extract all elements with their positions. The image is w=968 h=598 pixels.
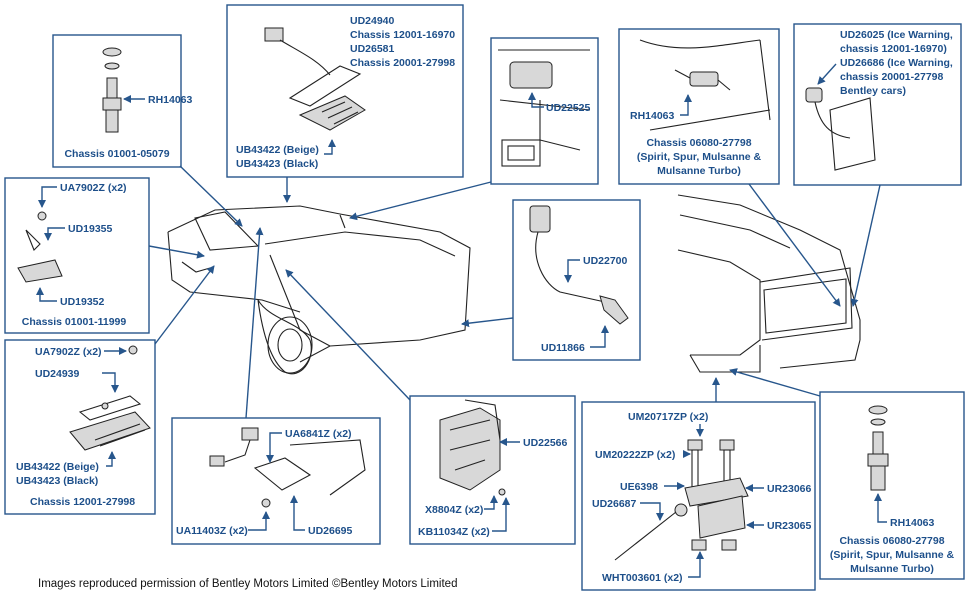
chassis-line-3: Mulsanne Turbo) — [657, 165, 741, 177]
lens-label: UD19352 — [60, 296, 105, 308]
lock-label: UD22566 — [523, 437, 568, 449]
ice-sensor-icon — [805, 87, 876, 171]
ice-line-1: UD26025 (Ice Warning, — [840, 29, 953, 41]
bolt1-label: UM20717ZP (x2) — [628, 411, 708, 423]
chassis-note: Chassis 01001-05079 — [64, 148, 169, 160]
part-label: UD22525 — [546, 102, 591, 114]
sensor-label: UD22700 — [583, 255, 628, 267]
part-label: RH14063 — [630, 110, 675, 122]
nut-label: UA6841Z (x2) — [285, 428, 352, 440]
ice-line-3: UD26686 (Ice Warning, — [840, 57, 953, 69]
door-switch-icon — [639, 39, 771, 131]
panel-door-lamp-top: UD24940 Chassis 12001-16970 UD26581 Chas… — [226, 4, 464, 178]
boot-lamp-switch-icon — [209, 427, 366, 508]
panel-rh14063-lower: RH14063 Chassis 06080-27798 (Spirit, Spu… — [819, 391, 965, 580]
part-label: RH14063 — [890, 517, 935, 529]
small-lamp-icon — [17, 211, 63, 283]
lens-beige: UB43422 (Beige) — [236, 144, 319, 156]
panel-ice-warning: UD26025 (Ice Warning, chassis 12001-1697… — [793, 23, 962, 186]
bracket2-label: UR23065 — [767, 520, 812, 532]
panel-cable: UD22700 UD11866 — [512, 199, 641, 361]
leader-lines — [148, 165, 881, 419]
panel-ud22525: UD22525 — [490, 37, 599, 185]
car-front-illustration — [167, 205, 471, 375]
panel-rh14063-early: RH14063 Chassis 01001-05079 — [52, 34, 193, 168]
lamp-assembly-icon — [264, 27, 366, 131]
part-ud24940: UD24940 — [350, 15, 395, 27]
bracket1-label: UR23066 — [767, 483, 812, 495]
screw-label: UA11403Z (x2) — [176, 525, 248, 537]
screw-label: UA7902Z (x2) — [35, 346, 102, 358]
chassis-line-1: Chassis 06080-27798 — [646, 137, 751, 149]
screw-label: UA7902Z (x2) — [60, 182, 127, 194]
panel-bolt-assembly: UM20717ZP (x2) UM20222ZP (x2) UE6398 UD2… — [581, 401, 816, 591]
cable-label: UD26687 — [592, 498, 637, 510]
chassis-range-a: Chassis 12001-16970 — [350, 29, 455, 41]
bolt2-label: UM20222ZP (x2) — [595, 449, 675, 461]
panel-boot-lamp: UA6841Z (x2) UA11403Z (x2) UD26695 — [171, 417, 381, 545]
lamp-label: UD24939 — [35, 368, 80, 380]
screw-label: X8804Z (x2) — [425, 504, 483, 516]
panel-rh14063-door: RH14063 Chassis 06080-27798 (Spirit, Spu… — [618, 28, 780, 185]
chassis-line-1: Chassis 06080-27798 — [839, 535, 944, 547]
plug-label: UD11866 — [541, 342, 585, 354]
switch-plunger-icon — [867, 405, 889, 491]
car-rear-illustration — [677, 194, 861, 373]
chassis-line-3: Mulsanne Turbo) — [850, 563, 934, 575]
dashboard-bracket-icon — [498, 49, 591, 167]
lower-lamp-icon — [69, 345, 151, 451]
ice-line-4: chassis 20001-27798 — [840, 71, 943, 83]
washer-label: UE6398 — [620, 481, 658, 493]
switch-plunger-icon — [102, 47, 122, 133]
chassis-line-2: (Spirit, Spur, Mulsanne & — [830, 549, 955, 561]
copyright-footer: Images reproduced permission of Bentley … — [38, 578, 458, 590]
nut-label: KB11034Z (x2) — [418, 526, 490, 538]
ice-line-2: chassis 12001-16970) — [840, 43, 947, 55]
cable-connector-icon — [529, 205, 629, 325]
chassis-line-2: (Spirit, Spur, Mulsanne & — [637, 151, 762, 163]
ice-line-5: Bentley cars) — [840, 85, 906, 97]
lamp-label: UD19355 — [68, 223, 113, 235]
nut-label: WHT003601 (x2) — [602, 572, 683, 584]
panel-lock: UD22566 X8804Z (x2) KB11034Z (x2) — [409, 395, 576, 545]
chassis-note: Chassis 12001-27998 — [30, 496, 135, 508]
part-ud26581: UD26581 — [350, 43, 395, 55]
chassis-note: Chassis 01001-11999 — [22, 316, 127, 328]
lock-mechanism-icon — [439, 399, 506, 496]
panel-lamp-lower: UA7902Z (x2) UD24939 UB43422 (Beige) UB4… — [4, 339, 156, 515]
panel-small-lamp: UA7902Z (x2) UD19355 UD19352 Chassis 010… — [4, 177, 150, 334]
chassis-range-b: Chassis 20001-27998 — [350, 57, 455, 69]
part-label: RH14063 — [148, 94, 193, 106]
switch-label: UD26695 — [308, 525, 353, 537]
lens-beige: UB43422 (Beige) — [16, 461, 99, 473]
lens-black: UB43423 (Black) — [236, 158, 318, 170]
bolt-assembly-icon — [614, 439, 749, 561]
lens-black: UB43423 (Black) — [16, 475, 98, 487]
